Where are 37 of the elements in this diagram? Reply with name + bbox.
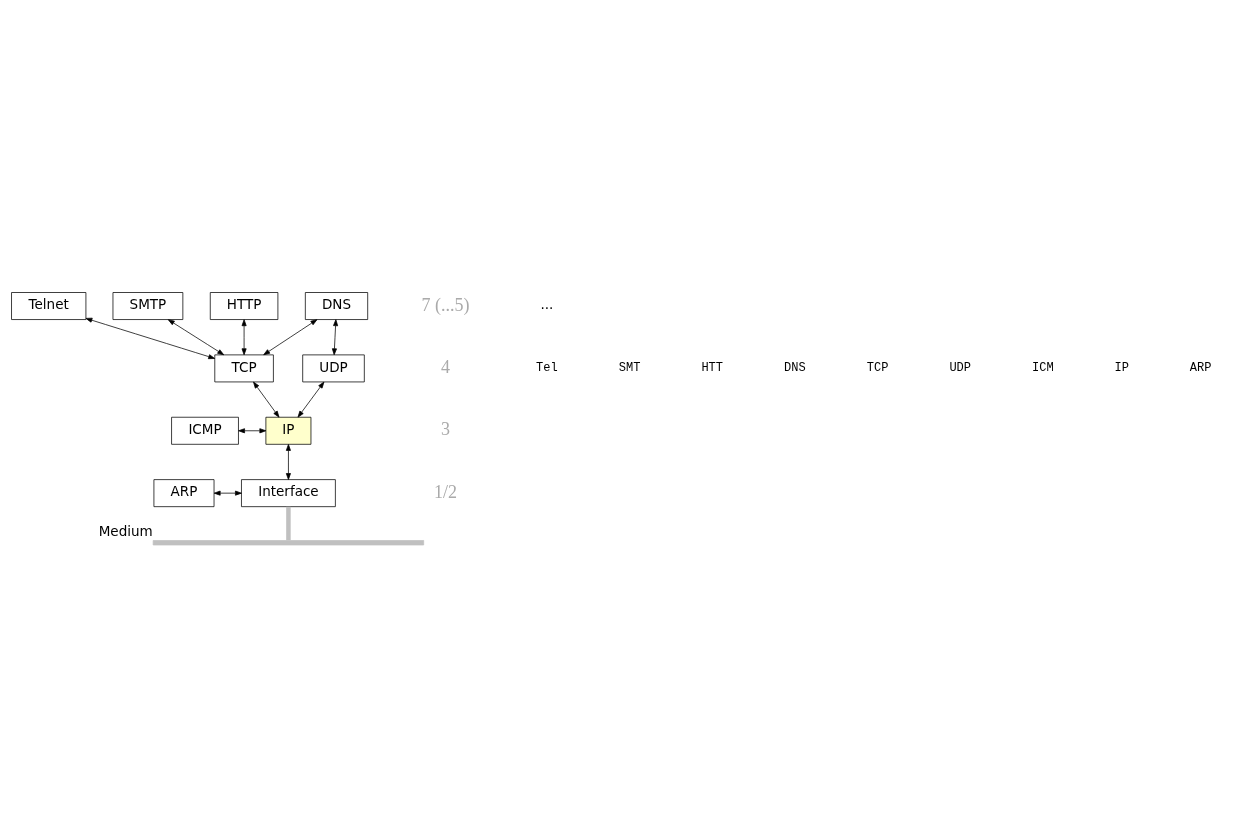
node-box: UDP (302, 354, 365, 383)
label: ARP (1189, 361, 1212, 376)
node-box: SMTP (112, 292, 184, 320)
arrow (253, 381, 280, 418)
arrow (238, 428, 267, 434)
node-box: HTTP (209, 292, 279, 320)
node-bar (152, 540, 425, 546)
label: 7 (...5) (421, 294, 470, 315)
arrow (285, 444, 291, 480)
label: DNS (784, 361, 806, 376)
arrow (263, 319, 318, 356)
node-box: Interface (241, 479, 336, 508)
arrow (167, 319, 225, 356)
arrow (85, 317, 216, 360)
node-box: IP (265, 416, 312, 445)
label: IP (1114, 361, 1129, 376)
node-box: ARP (153, 479, 215, 508)
label: SMT (618, 361, 641, 376)
label: 4 (440, 357, 450, 378)
label: ICM (1032, 361, 1054, 376)
label: 1/2 (433, 481, 457, 502)
node-label: Medium (98, 523, 153, 540)
arrow (297, 381, 325, 418)
connector (286, 506, 291, 541)
label: HTT (701, 361, 724, 376)
arrow (331, 319, 339, 356)
arrow (213, 490, 242, 496)
label: Tel (536, 361, 558, 376)
label: 3 (440, 419, 450, 440)
label: ... (540, 296, 554, 313)
node-box: DNS (304, 292, 369, 320)
node-box: TCP (214, 354, 274, 383)
label: UDP (949, 361, 972, 376)
label: TCP (866, 361, 889, 376)
arrow (241, 319, 247, 356)
node-box: Telnet (11, 292, 87, 320)
node-box: ICMP (171, 416, 239, 445)
